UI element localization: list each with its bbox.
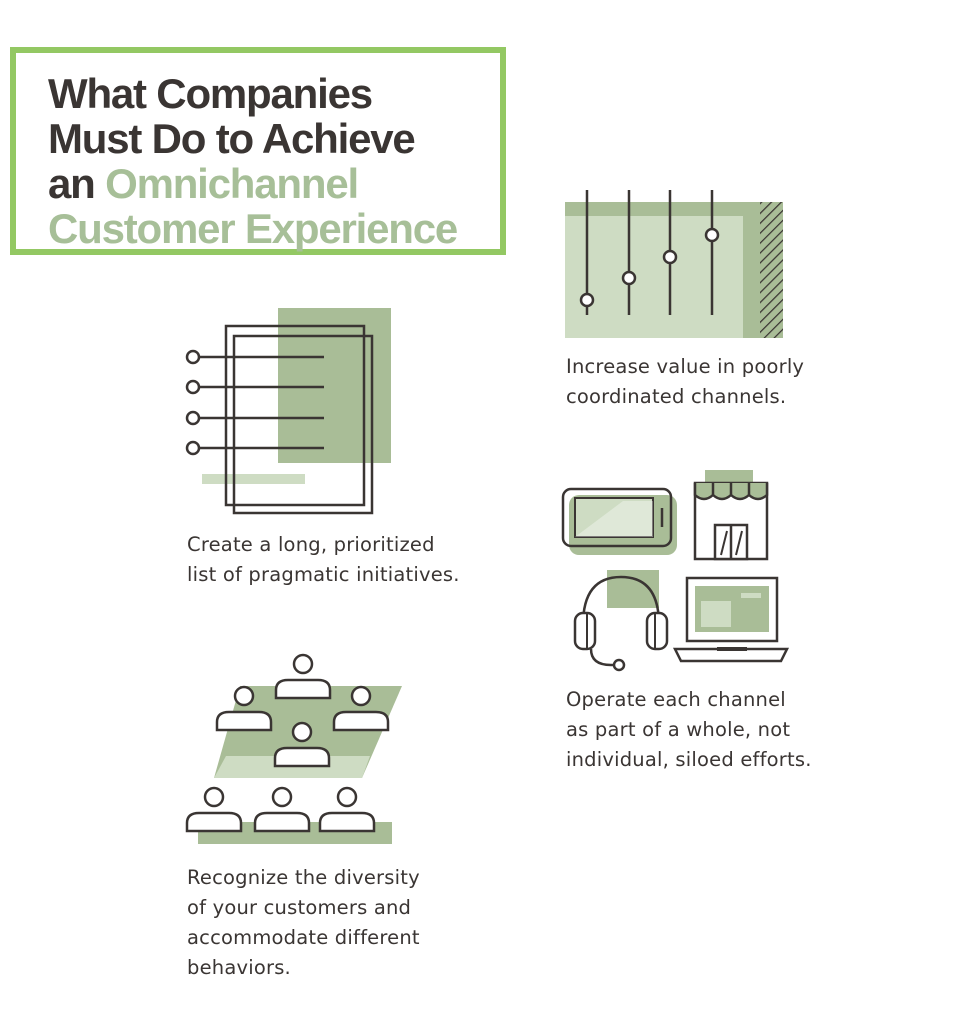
item-1-line-1: Create a long, prioritized <box>187 533 435 556</box>
item-2-line-3: accommodate different <box>187 926 420 949</box>
title-line-3-dark: an <box>48 160 96 207</box>
item-2-line-4: behaviors. <box>187 956 291 979</box>
checklist-document-icon <box>185 308 391 515</box>
item-1-caption: Create a long, prioritized list of pragm… <box>187 530 460 590</box>
item-2-caption: Recognize the diversity of your customer… <box>187 863 420 983</box>
page-title: What Companies Must Do to Achieve an Omn… <box>48 70 458 252</box>
title-line-3-accent: Omnichannel <box>105 160 359 207</box>
item-4-line-1: Operate each channel <box>566 688 786 711</box>
item-2-line-2: of your customers and <box>187 896 412 919</box>
channels-icon <box>561 470 790 672</box>
item-4-line-3: individual, siloed efforts. <box>566 748 812 771</box>
item-3-caption: Increase value in poorly coordinated cha… <box>566 352 804 412</box>
item-3-line-2: coordinated channels. <box>566 385 787 408</box>
item-4-line-2: as part of a whole, not <box>566 718 791 741</box>
item-2-line-1: Recognize the diversity <box>187 866 420 889</box>
slider-controls-icon <box>565 190 783 338</box>
title-frame: What Companies Must Do to Achieve an Omn… <box>10 47 506 255</box>
item-1-line-2: list of pragmatic initiatives. <box>187 563 460 586</box>
audience-seating-icon <box>185 653 402 844</box>
item-3-line-1: Increase value in poorly <box>566 355 805 378</box>
title-line-1: What Companies <box>48 70 373 117</box>
title-line-3: an Omnichannel <box>48 161 457 206</box>
title-line-2: Must Do to Achieve <box>48 115 416 162</box>
item-4-caption: Operate each channel as part of a whole,… <box>566 685 812 775</box>
title-line-4: Customer Experience <box>48 205 458 252</box>
